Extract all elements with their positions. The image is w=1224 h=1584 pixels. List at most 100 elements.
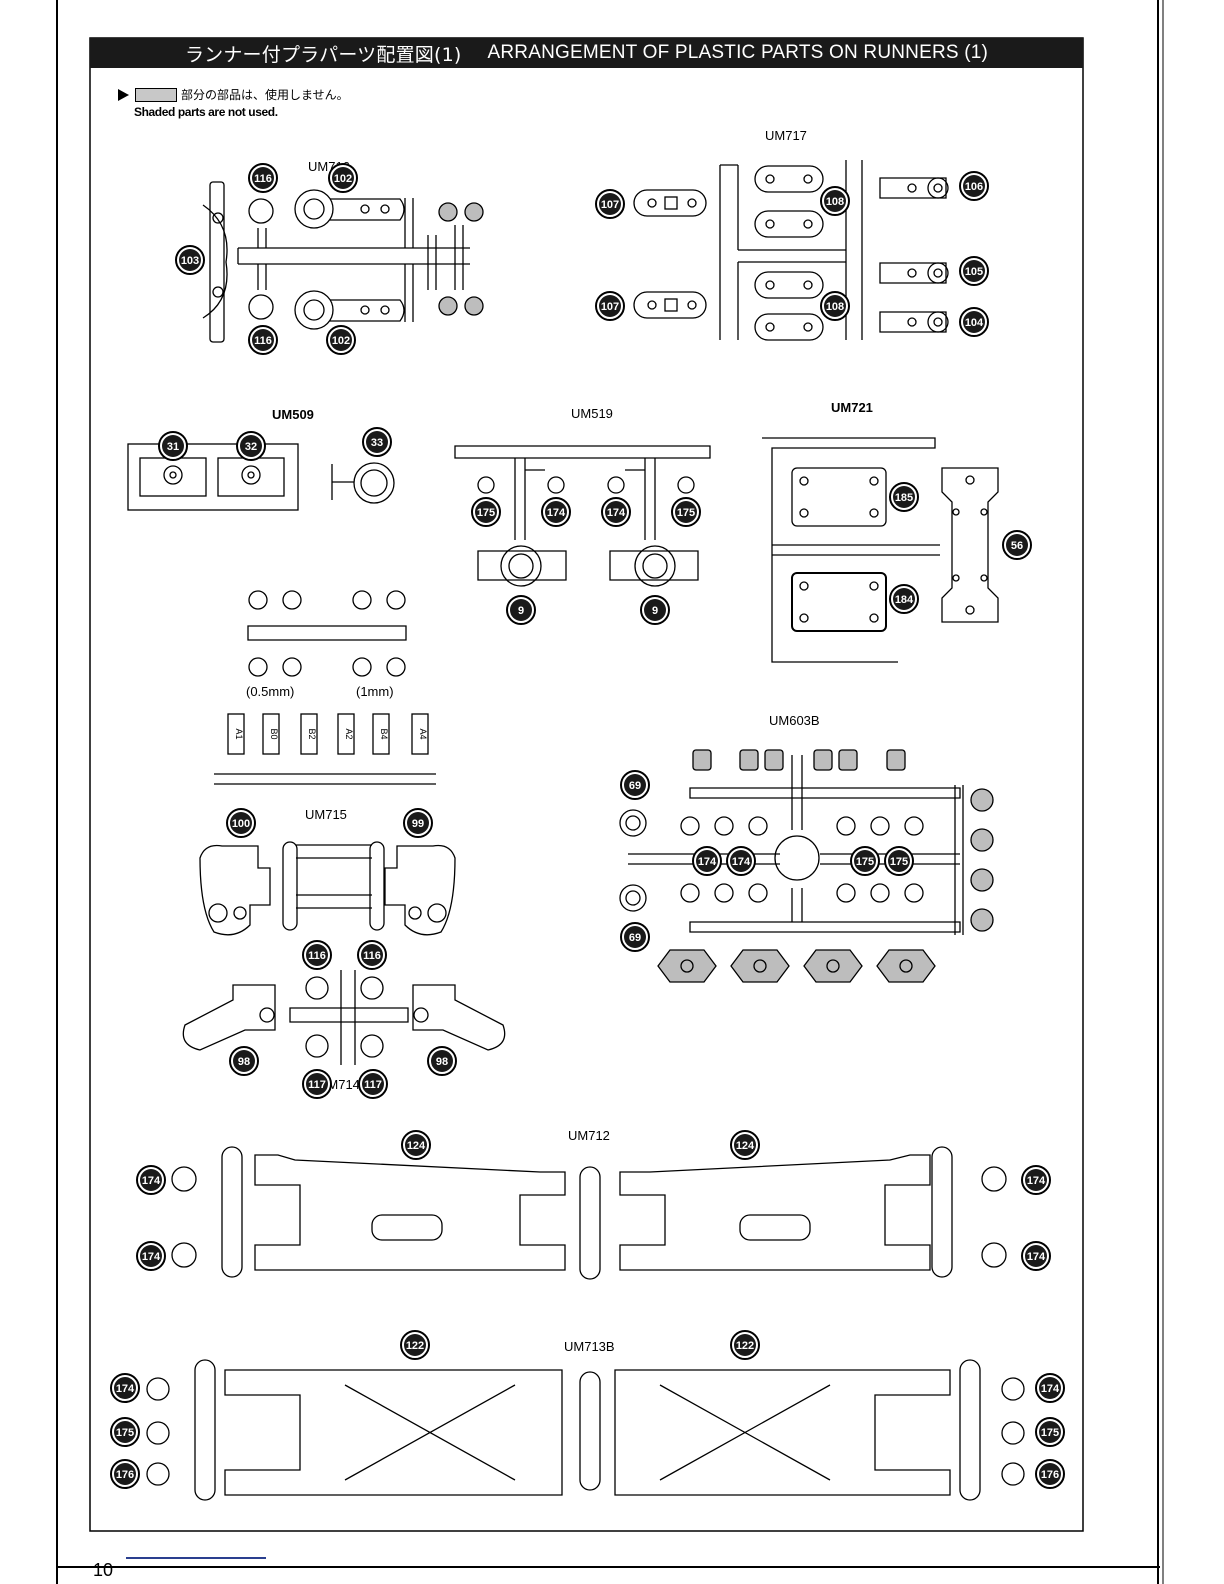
part-number: 99 (412, 818, 424, 830)
part-callout: 32 (236, 431, 266, 461)
part-callout: 185 (889, 482, 919, 512)
part-number: 124 (407, 1140, 426, 1152)
part-callout: 116 (248, 163, 278, 193)
part-callout: 116 (248, 325, 278, 355)
runner-um714 (182, 970, 506, 1065)
runner-um716 (202, 181, 484, 343)
part-number: 175 (116, 1427, 134, 1439)
part-number: 174 (607, 507, 626, 519)
bushing-label: B2 (307, 728, 317, 739)
part-number: 106 (965, 181, 983, 193)
part-callout: 174 (541, 497, 571, 527)
page-number: 10 (93, 1560, 114, 1580)
part-callout: 103 (175, 245, 205, 275)
part-callout: 122 (400, 1330, 430, 1360)
title-japanese: ランナー付プラパーツ配置図(1) (184, 43, 462, 66)
part-number: 9 (652, 605, 658, 617)
part-callout: 176 (1035, 1459, 1065, 1489)
runner-label-um717: UM717 (765, 128, 807, 143)
runner-um603b (619, 749, 994, 983)
runner-um509 (127, 443, 395, 511)
part-callout: 56 (1002, 530, 1032, 560)
part-callout: 174 (1021, 1241, 1051, 1271)
part-number: 174 (116, 1383, 135, 1395)
runner-um519 (454, 445, 711, 587)
part-number: 122 (736, 1340, 754, 1352)
part-callout: 69 (620, 922, 650, 952)
part-callout: 174 (136, 1241, 166, 1271)
part-callout: 105 (959, 256, 989, 286)
runner-um712 (171, 1146, 1007, 1280)
part-callout: 9 (506, 595, 536, 625)
part-number: 102 (334, 173, 352, 185)
part-number: 175 (890, 856, 908, 868)
runner-label-um509: UM509 (272, 407, 314, 422)
part-callout: 104 (959, 307, 989, 337)
part-number: 174 (142, 1251, 161, 1263)
shaded-swatch (135, 87, 177, 102)
part-number: 104 (965, 317, 984, 329)
part-number: 117 (308, 1079, 326, 1091)
part-callout: 175 (671, 497, 701, 527)
spacer-runner (247, 590, 407, 677)
runner-um717 (633, 160, 949, 341)
part-number: 102 (332, 335, 350, 347)
part-callout: 117 (302, 1069, 332, 1099)
runner-label-um603b: UM603B (769, 713, 820, 728)
part-callout: 116 (357, 940, 387, 970)
part-callout: 175 (884, 846, 914, 876)
bushing-label: A4 (418, 728, 428, 739)
part-number: 31 (167, 441, 179, 453)
part-number: 103 (181, 255, 199, 267)
part-callout: 69 (620, 770, 650, 800)
title-english: ARRANGEMENT OF PLASTIC PARTS ON RUNNERS … (487, 42, 989, 63)
part-callout: 175 (850, 846, 880, 876)
runner-label-um519: UM519 (571, 406, 613, 421)
part-number: 174 (732, 856, 751, 868)
part-number: 174 (698, 856, 717, 868)
shaded-parts-note: 部分の部品は、使用しません。 Shaded parts are not used… (118, 86, 349, 119)
part-number: 174 (1027, 1251, 1046, 1263)
bushing-label: B4 (379, 728, 389, 739)
part-number: 124 (736, 1140, 755, 1152)
pointer-triangle-icon (118, 88, 129, 101)
part-number: 100 (232, 818, 250, 830)
runner-um713b (146, 1359, 1025, 1501)
part-callout: 174 (1035, 1373, 1065, 1403)
part-callout: 124 (401, 1130, 431, 1160)
part-callout: 175 (1035, 1417, 1065, 1447)
spacer-label-thick: (1mm) (356, 684, 394, 699)
bushing-label: B0 (269, 728, 279, 739)
part-number: 174 (142, 1175, 161, 1187)
part-callout: 175 (471, 497, 501, 527)
part-number: 116 (254, 335, 272, 347)
part-number: 174 (547, 507, 566, 519)
runner-label-um715: UM715 (305, 807, 347, 822)
part-callout: 107 (595, 189, 625, 219)
part-callout: 174 (110, 1373, 140, 1403)
part-callout: 174 (601, 497, 631, 527)
part-number: 116 (363, 950, 381, 962)
part-number: 56 (1011, 540, 1023, 552)
part-callout: 122 (730, 1330, 760, 1360)
bushing-label: A2 (344, 728, 354, 739)
part-callout: 106 (959, 171, 989, 201)
part-number: 116 (308, 950, 326, 962)
bushing-label: A1 (234, 728, 244, 739)
spacer-label-thin: (0.5mm) (246, 684, 295, 699)
part-callout: 102 (328, 163, 358, 193)
part-number: 175 (677, 507, 695, 519)
note-english: Shaded parts are not used. (134, 105, 278, 119)
part-callout: 117 (358, 1069, 388, 1099)
runner-label-um721: UM721 (831, 400, 873, 415)
part-callout: 98 (229, 1046, 259, 1076)
bushing-runner (214, 713, 436, 785)
part-callout: 116 (302, 940, 332, 970)
part-number: 117 (364, 1079, 382, 1091)
part-callout: 175 (110, 1417, 140, 1447)
part-callout: 33 (362, 427, 392, 457)
part-number: 116 (254, 173, 272, 185)
